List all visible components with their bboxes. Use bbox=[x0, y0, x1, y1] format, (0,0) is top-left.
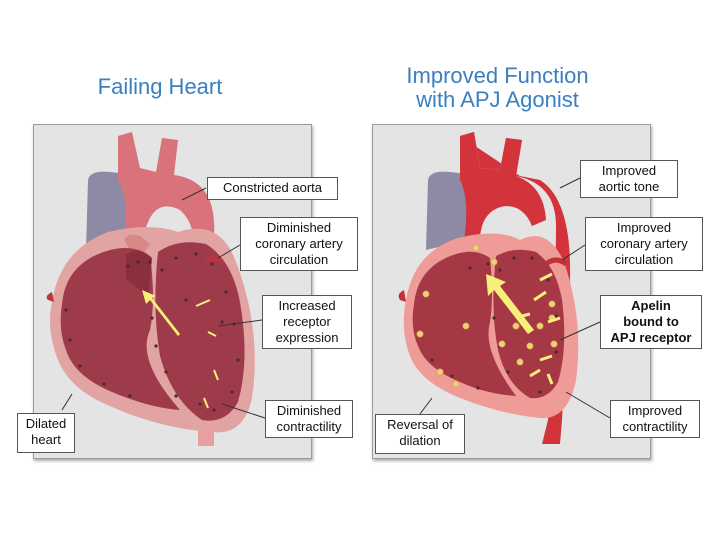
label-apelin-bound: Apelin bound to APJ receptor bbox=[600, 295, 702, 349]
label-increased-receptor: Increased receptor expression bbox=[262, 295, 352, 349]
leader-lines-left bbox=[61, 187, 266, 419]
label-dilated-heart: Dilated heart bbox=[17, 413, 75, 453]
label-diminished-coronary: Diminished coronary artery circulation bbox=[240, 217, 358, 271]
label-constricted-aorta: Constricted aorta bbox=[207, 177, 338, 200]
chamber-right-failing bbox=[60, 248, 180, 410]
label-improved-coronary: Improved coronary artery circulation bbox=[585, 217, 703, 271]
improved-heart bbox=[398, 132, 579, 444]
aorta-improved bbox=[460, 132, 546, 244]
left-panel-title: Failing Heart bbox=[97, 74, 223, 99]
failing-heart bbox=[46, 132, 255, 446]
apelin-molecules bbox=[416, 244, 558, 388]
label-improved-aortic-tone: Improved aortic tone bbox=[580, 160, 678, 198]
label-reversal-dilation: Reversal of dilation bbox=[375, 414, 465, 454]
right-title-line1: Improved Function bbox=[406, 63, 589, 88]
chamber-left-failing bbox=[155, 242, 245, 421]
label-improved-contractility: Improved contractility bbox=[610, 400, 700, 438]
right-title-line2: with APJ Agonist bbox=[416, 87, 579, 112]
leader-lines-right bbox=[419, 177, 611, 419]
label-diminished-contractility: Diminished contractility bbox=[265, 400, 353, 438]
vena-cava-right bbox=[426, 171, 468, 250]
right-panel-title: Improved Function with APJ Agonist bbox=[375, 64, 620, 112]
